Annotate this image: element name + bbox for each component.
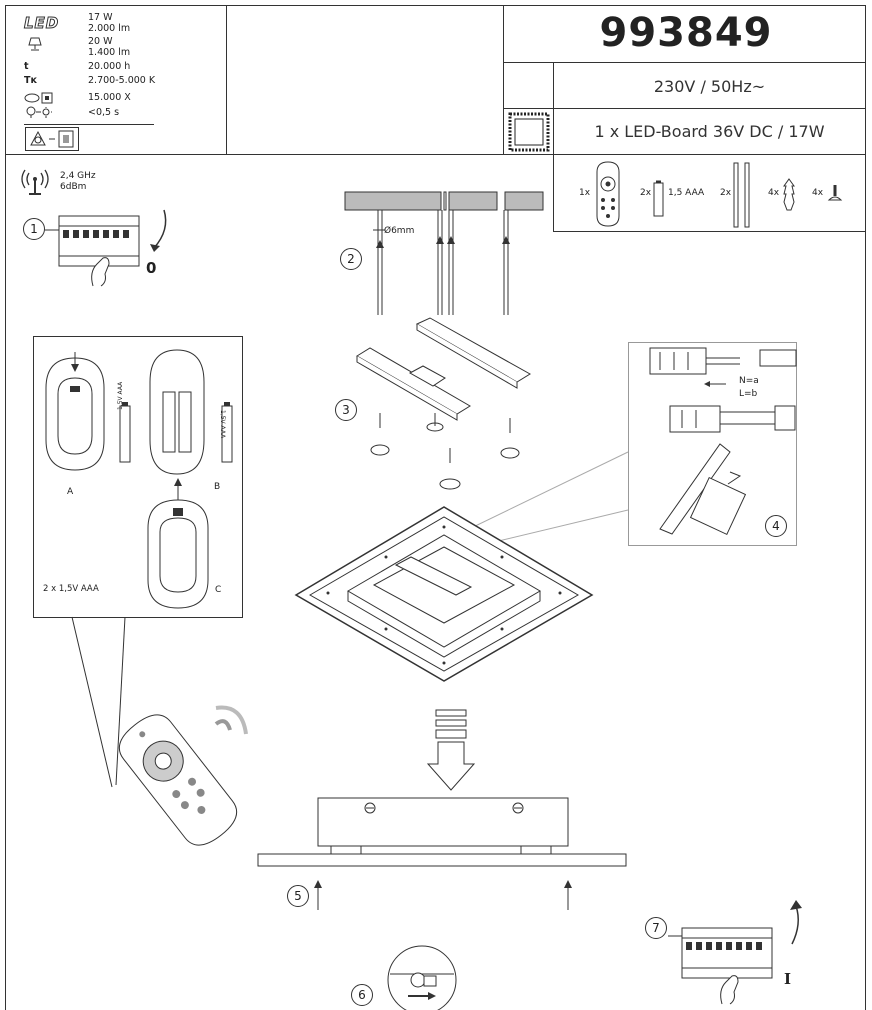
spec-power-equiv: 20 W	[88, 36, 113, 47]
class-icon	[25, 127, 79, 151]
bulb-start-icon	[26, 106, 52, 118]
battery-cell-text-right: 1,5V AAA	[219, 410, 226, 439]
remote-icon	[596, 161, 620, 227]
radio-frequency: 2,4 GHz	[60, 171, 96, 181]
remote-back-close	[147, 478, 209, 609]
step-6-badge: 6	[351, 984, 373, 1006]
voltage-label: 230V / 50Hz~	[653, 77, 766, 96]
step-3-badge: 3	[335, 399, 357, 421]
breaker-panel-off	[45, 215, 140, 287]
arrow-down-curve	[150, 209, 167, 252]
rail-qty: 2x	[720, 188, 732, 198]
radio-power: 6dBm	[60, 182, 87, 192]
assembly-arrow-down	[426, 709, 476, 791]
dowel-icon	[783, 178, 795, 211]
step-1-badge: 1	[23, 218, 45, 240]
drill-size-label: Ø6mm	[384, 226, 415, 236]
lifetime-icon: t	[24, 61, 29, 72]
remote-battery-insert	[119, 349, 233, 475]
remote-control-illustration	[118, 705, 248, 846]
battery-cell-text-left: 1,5V AAA	[117, 381, 124, 410]
step-2-badge: 2	[340, 248, 362, 270]
spec-power: 17 W	[88, 12, 113, 23]
led-icon: LED	[23, 14, 60, 33]
battery-step-a-label: A	[67, 487, 74, 497]
color-temp-icon: Tĸ	[24, 75, 37, 86]
screw-icon	[827, 185, 843, 201]
spec-start-time: <0,5 s	[88, 107, 120, 118]
battery-icon	[653, 180, 664, 217]
rail-icon	[733, 162, 750, 228]
switch-icon	[24, 92, 53, 104]
battery-step-b-label: B	[214, 482, 221, 492]
battery-note: 2 x 1,5V AAA	[43, 584, 99, 594]
lamp-frame-diagram	[294, 506, 594, 682]
lamp-side-view	[257, 797, 627, 867]
wire-l-label: L=b	[739, 389, 758, 399]
product-code: 993849	[599, 10, 773, 56]
step-5-badge: 5	[287, 885, 309, 907]
led-board-label: 1 x LED-Board 36V DC / 17W	[594, 122, 825, 141]
wiring-diagram	[649, 347, 797, 536]
dowel-qty: 4x	[768, 188, 780, 198]
spec-lifetime: 20.000 h	[88, 61, 131, 72]
step-7-badge: 7	[645, 917, 667, 939]
push-up-arrows	[314, 880, 572, 910]
remote-callout-lines	[71, 616, 126, 788]
remote-back-open	[45, 352, 105, 471]
battery-label: 1,5 AAA	[668, 188, 705, 198]
off-label: 0	[146, 259, 157, 277]
breaker-panel-on	[668, 927, 773, 1005]
lamp-icon	[28, 37, 42, 51]
screw-detail-circle	[387, 945, 457, 1010]
mounting-bracket-diagram	[356, 317, 531, 490]
spec-lumen: 2.000 lm	[88, 23, 131, 34]
arrow-up-curve	[790, 900, 802, 945]
step-4-badge: 4	[765, 515, 787, 537]
antenna-icon	[21, 169, 49, 195]
wire-n-label: N=a	[739, 376, 759, 386]
screw-qty: 4x	[812, 188, 824, 198]
spec-color-temp: 2.700-5.000 K	[88, 75, 156, 86]
ceiling-drill-diagram	[344, 191, 544, 315]
on-label: I	[784, 970, 792, 988]
remote-qty: 1x	[579, 188, 591, 198]
battery-qty: 2x	[640, 188, 652, 198]
spec-switch-cycles: 15.000 X	[88, 92, 131, 103]
panel-square-icon	[508, 112, 550, 152]
battery-step-c-label: C	[215, 585, 222, 595]
spec-lumen-equiv: 1.400 lm	[88, 47, 131, 58]
